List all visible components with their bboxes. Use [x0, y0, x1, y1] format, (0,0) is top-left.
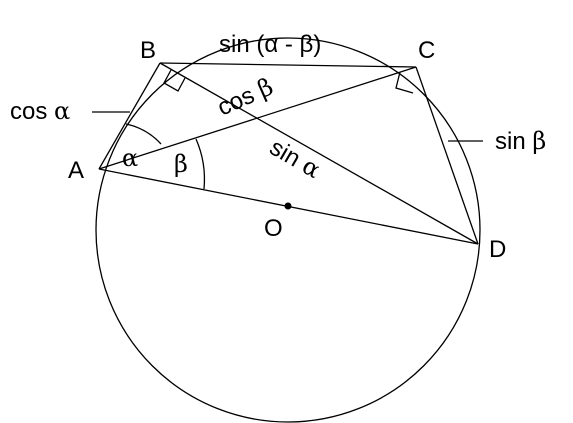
angle-arc-beta — [195, 138, 206, 190]
label-segment-ab-greek: α — [54, 97, 70, 125]
label-angle-alpha: α — [122, 144, 138, 172]
segment-bc — [159, 62, 417, 68]
right-angle-mark-b — [163, 69, 186, 92]
center-point — [284, 202, 292, 210]
label-point-o: O — [264, 215, 283, 242]
label-segment-ab-prefix: cos — [10, 98, 54, 125]
label-point-a: A — [68, 157, 84, 184]
label-segment-cd-prefix: sin — [495, 128, 532, 155]
label-segment-cd: sin β — [495, 127, 546, 155]
label-point-d: D — [489, 236, 506, 263]
label-segment-ab: cos α — [10, 97, 70, 125]
right-angle-mark-c — [395, 71, 414, 94]
segment-bd — [159, 62, 479, 245]
label-segment-bc: sin (α - β) — [219, 31, 321, 58]
circumcircle — [95, 37, 481, 423]
label-segment-cd-greek: β — [532, 127, 546, 155]
label-angle-beta: β — [174, 150, 188, 178]
angle-arc-alpha — [125, 123, 162, 145]
label-point-c: C — [418, 37, 435, 64]
segment-cd — [415, 66, 479, 245]
label-point-b: B — [140, 37, 156, 64]
segment-ab — [98, 62, 161, 170]
